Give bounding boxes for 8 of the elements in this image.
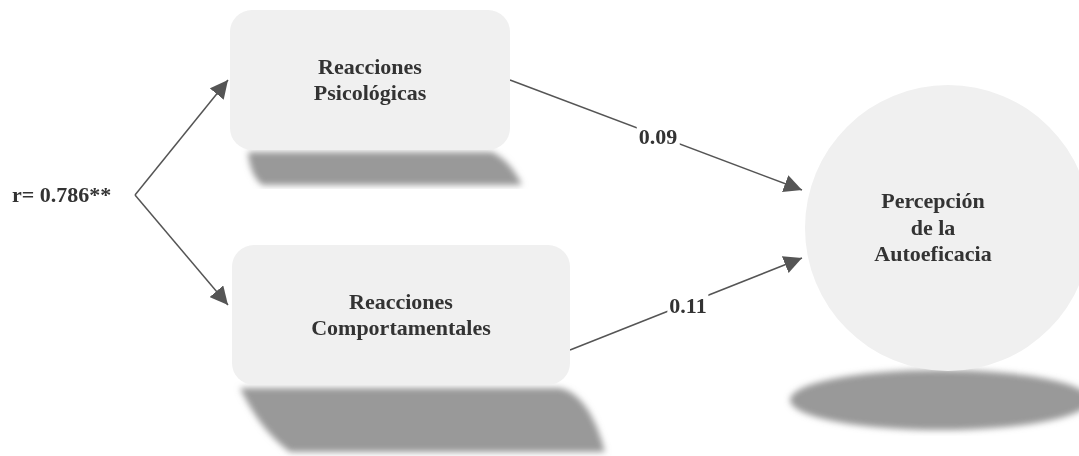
construct-name: Reacciones Psicológicas: [312, 53, 428, 107]
correlation-label: r= 0.786**: [12, 178, 136, 212]
construct-box: [232, 245, 570, 385]
arrow: [134, 79, 229, 196]
construct-name: Reacciones Comportamentales: [310, 288, 492, 342]
construct-box: [230, 10, 510, 150]
construct-name: Percepción de la Autoeficacia: [873, 188, 993, 268]
arrow: [134, 194, 229, 306]
